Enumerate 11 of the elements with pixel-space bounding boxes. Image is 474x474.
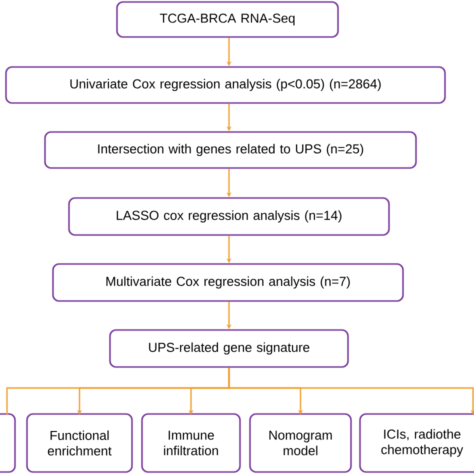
outcome-box: Nomogram model (249, 413, 352, 473)
process-box: LASSO cox regression analysis (n=14) (68, 197, 390, 236)
process-box: UPS-related gene signature (109, 329, 349, 368)
process-box: Multivariate Cox regression analysis (n=7) (52, 263, 404, 302)
process-box: TCGA-BRCA RNA-Seq (116, 1, 339, 38)
outcome-box: ICIs, radiothe chemotherapy (359, 413, 474, 473)
process-box: Univariate Cox regression analysis (p<0.05) (n=2864) (5, 66, 446, 104)
process-box: Intersection with genes related to UPS (n=25) (44, 131, 417, 169)
empty-box (0, 413, 16, 473)
outcome-box: Immune infiltration (141, 413, 241, 473)
outcome-box: Functional enrichment (26, 413, 133, 473)
